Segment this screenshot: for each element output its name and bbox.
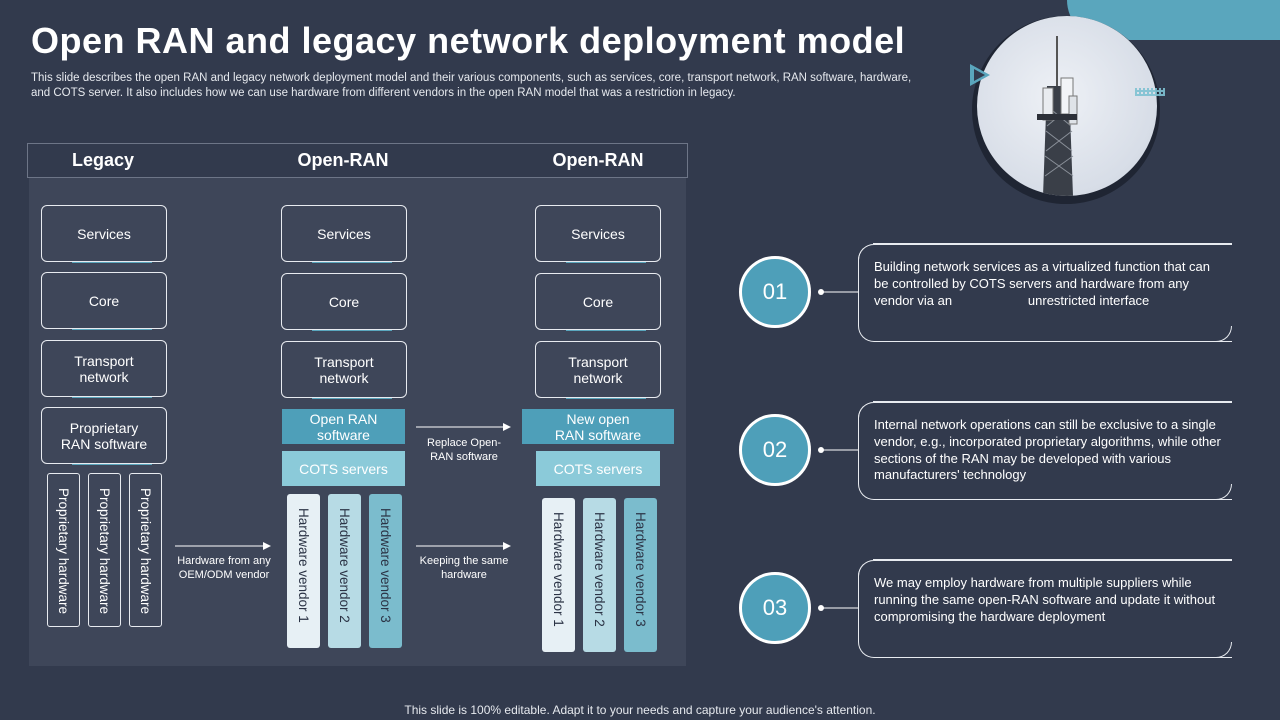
legacy-hardware-2: Proprietary hardware <box>88 473 121 627</box>
openran1-cots-box: COTS servers <box>282 451 405 486</box>
legacy-core-box: Core <box>41 272 167 330</box>
point-card-01: Building network services as a virtualiz… <box>858 243 1232 342</box>
openran2-services-box: Services <box>535 205 661 263</box>
openran1-services-box: Services <box>281 205 407 263</box>
legacy-transport-box: Transport network <box>41 340 167 398</box>
legacy-hardware-2-label: Proprietary hardware <box>97 488 112 615</box>
openran1-hardware-vendor-2: Hardware vendor 2 <box>328 494 361 648</box>
openran2-hardware-vendor-1-label: Hardware vendor 1 <box>551 512 566 627</box>
cell-tower-icon <box>1037 36 1078 196</box>
point-connectors <box>818 289 858 611</box>
openran1-core-box: Core <box>281 273 407 331</box>
openran1-hardware-vendor-3: Hardware vendor 3 <box>369 494 402 648</box>
openran1-software-box: Open RAN software <box>282 409 405 444</box>
point-number-03: 03 <box>739 572 811 644</box>
point-text-02: Internal network operations can still be… <box>874 417 1221 483</box>
page-description: This slide describes the open RAN and le… <box>31 72 912 99</box>
arrow-label-replace: Replace Open-RAN software <box>427 437 501 463</box>
point-number-02: 02 <box>739 414 811 486</box>
arrow-label-keeping: Keeping the same hardware <box>419 555 509 581</box>
openran2-hardware-vendor-3-label: Hardware vendor 3 <box>633 512 648 627</box>
openran2-core-box: Core <box>535 273 661 331</box>
openran2-hardware-vendor-3: Hardware vendor 3 <box>624 498 657 652</box>
legacy-hardware-1: Proprietary hardware <box>47 473 80 627</box>
legacy-services-box: Services <box>41 205 167 263</box>
column-head-openran-1: Open-RAN <box>297 150 389 170</box>
cell-tower-photo <box>977 16 1157 196</box>
point-text-01: Building network services as a virtualiz… <box>874 259 1214 308</box>
openran1-hardware-vendor-1-label: Hardware vendor 1 <box>296 508 311 623</box>
page-title: Open RAN and legacy network deployment m… <box>31 20 906 61</box>
footer-note: This slide is 100% editable. Adapt it to… <box>404 703 876 717</box>
legacy-hardware-1-label: Proprietary hardware <box>56 488 71 615</box>
openran2-hardware-vendor-2: Hardware vendor 2 <box>583 498 616 652</box>
openran2-transport-box: Transport network <box>535 341 661 399</box>
triangle-inner-decoration <box>974 69 985 81</box>
diagram-header-bar <box>27 143 688 178</box>
point-number-01: 01 <box>739 256 811 328</box>
openran1-hardware-vendor-1: Hardware vendor 1 <box>287 494 320 648</box>
openran2-cots-box: COTS servers <box>536 451 660 486</box>
point-card-02: Internal network operations can still be… <box>858 401 1232 500</box>
openran2-hardware-vendor-2-label: Hardware vendor 2 <box>592 512 607 627</box>
column-head-openran-2: Open-RAN <box>552 150 644 170</box>
dots-decoration <box>1135 88 1165 96</box>
column-head-legacy: Legacy <box>71 150 135 170</box>
openran1-hardware-vendor-3-label: Hardware vendor 3 <box>378 508 393 623</box>
openran2-hardware-vendor-1: Hardware vendor 1 <box>542 498 575 652</box>
legacy-hardware-3: Proprietary hardware <box>129 473 162 627</box>
legacy-hardware-3-label: Proprietary hardware <box>138 488 153 615</box>
openran1-transport-box: Transport network <box>281 341 407 399</box>
point-text-03: We may employ hardware from multiple sup… <box>874 575 1216 624</box>
legacy-software-box: Proprietary RAN software <box>41 407 167 465</box>
openran1-hardware-vendor-2-label: Hardware vendor 2 <box>337 508 352 623</box>
arrow-label-oem: Hardware from any OEM/ODM vendor <box>177 555 271 581</box>
point-card-03: We may employ hardware from multiple sup… <box>858 559 1232 658</box>
diagram-arrows <box>175 423 511 550</box>
openran2-software-box: New open RAN software <box>522 409 674 444</box>
